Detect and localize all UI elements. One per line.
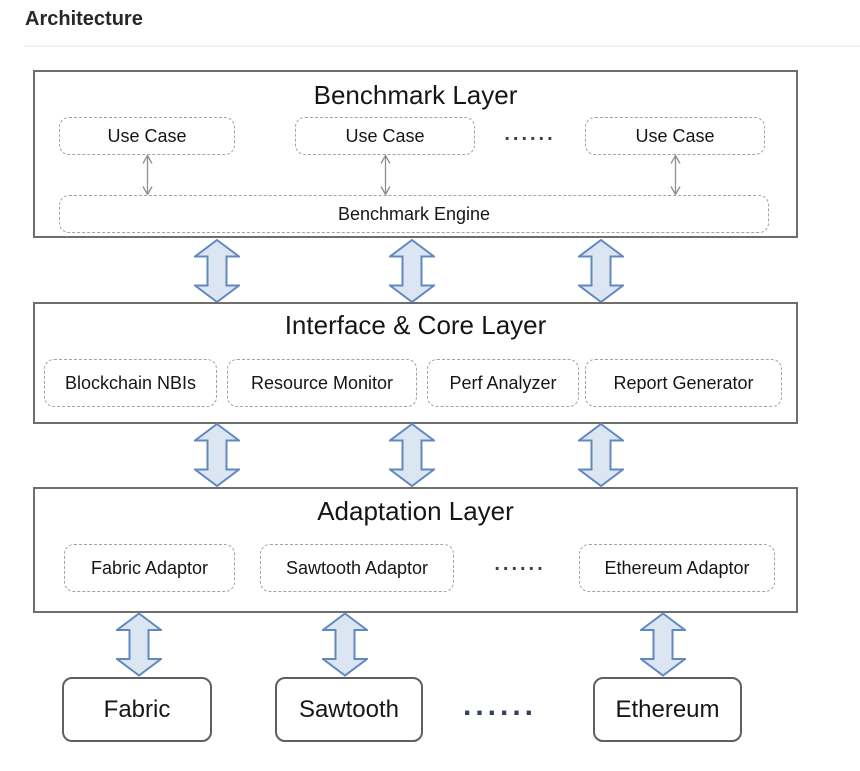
- module-box-report-generator: Report Generator: [585, 359, 782, 407]
- benchmark-engine-box: Benchmark Engine: [59, 195, 769, 233]
- benchmark-layer-box: Benchmark Layer Use Case Use Case ......…: [33, 70, 798, 238]
- updown-arrow-icon: [194, 423, 240, 487]
- platform-label: Ethereum: [615, 695, 720, 723]
- ellipsis-label: ......: [494, 553, 546, 575]
- adaptor-label: Ethereum Adaptor: [604, 557, 750, 578]
- adaptor-box-ethereum: Ethereum Adaptor: [579, 544, 775, 592]
- platform-box-ethereum: Ethereum: [593, 677, 742, 742]
- updown-arrow-icon: [322, 612, 368, 677]
- adaptor-label: Sawtooth Adaptor: [285, 557, 429, 578]
- benchmark-layer-title: Benchmark Layer: [313, 80, 518, 110]
- adaptation-layer-title: Adaptation Layer: [317, 496, 514, 526]
- use-case-box: Use Case: [59, 117, 235, 155]
- adaptation-layer-box: Adaptation Layer Fabric Adaptor Sawtooth…: [33, 487, 798, 613]
- platform-box-fabric: Fabric: [62, 677, 212, 742]
- updown-arrow-icon: [194, 239, 240, 303]
- adaptor-box-fabric: Fabric Adaptor: [64, 544, 235, 592]
- adaptor-box-sawtooth: Sawtooth Adaptor: [260, 544, 454, 592]
- page-title: Architecture: [25, 8, 143, 30]
- updown-arrow-icon: [640, 612, 686, 677]
- platform-label: Sawtooth: [298, 695, 400, 723]
- adaptor-label: Fabric Adaptor: [90, 557, 209, 578]
- platform-box-sawtooth: Sawtooth: [275, 677, 423, 742]
- use-case-box: Use Case: [295, 117, 475, 155]
- platform-label: Fabric: [103, 695, 171, 723]
- updown-arrow-icon: [389, 239, 435, 303]
- updown-arrow-icon: [578, 423, 624, 487]
- use-case-label: Use Case: [107, 125, 187, 146]
- use-case-box: Use Case: [585, 117, 765, 155]
- module-label: Perf Analyzer: [449, 372, 557, 393]
- updown-arrow-icon: [389, 423, 435, 487]
- interface-core-layer-box: Interface & Core Layer Blockchain NBIs R…: [33, 302, 798, 424]
- module-label: Resource Monitor: [250, 372, 394, 393]
- interface-core-layer-title: Interface & Core Layer: [284, 310, 547, 340]
- use-case-label: Use Case: [635, 125, 715, 146]
- module-label: Report Generator: [613, 372, 754, 393]
- ellipsis-label: ......: [504, 123, 556, 145]
- module-label: Blockchain NBIs: [64, 372, 197, 393]
- double-arrow-icon: [380, 154, 391, 196]
- ellipsis-label: ......: [462, 689, 537, 722]
- benchmark-engine-label: Benchmark Engine: [337, 203, 491, 224]
- module-box-blockchain-nbis: Blockchain NBIs: [44, 359, 217, 407]
- updown-arrow-icon: [578, 239, 624, 303]
- updown-arrow-icon: [116, 612, 162, 677]
- use-case-label: Use Case: [345, 125, 425, 146]
- double-arrow-icon: [142, 154, 153, 196]
- module-box-perf-analyzer: Perf Analyzer: [427, 359, 579, 407]
- module-box-resource-monitor: Resource Monitor: [227, 359, 417, 407]
- double-arrow-icon: [670, 154, 681, 196]
- divider: [24, 45, 860, 47]
